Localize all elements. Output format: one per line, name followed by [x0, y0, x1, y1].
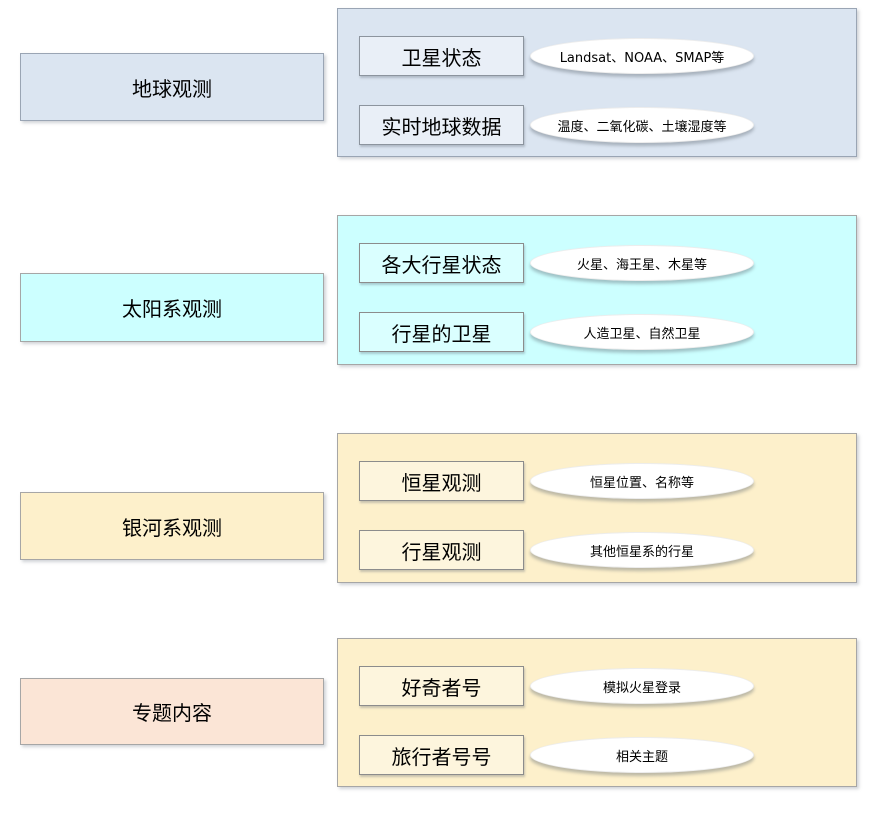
- detail-ellipse: 相关主题: [530, 737, 754, 773]
- item-box-satellite-status: 卫星状态: [359, 36, 524, 76]
- item-box-label: 旅行者号号: [391, 744, 492, 769]
- detail-ellipse: 模拟火星登录: [530, 668, 754, 704]
- item-box-curiosity-rover: 好奇者号: [359, 666, 524, 706]
- detail-ellipse-label: 相关主题: [615, 749, 668, 765]
- item-box-planet-status: 各大行星状态: [359, 243, 524, 283]
- detail-ellipse: 火星、海王星、木星等: [530, 245, 754, 281]
- detail-ellipse-label: 人造卫星、自然卫星: [583, 326, 701, 342]
- detail-ellipse-label: 模拟火星登录: [602, 680, 681, 696]
- category-label: 太阳系观测: [122, 297, 222, 321]
- group-container-galaxy-observation: 恒星观测 恒星位置、名称等 行星观测 其他恒星系的行星: [337, 433, 857, 583]
- detail-ellipse: 恒星位置、名称等: [530, 463, 754, 499]
- detail-ellipse-label: Landsat、NOAA、SMAP等: [559, 50, 725, 66]
- item-box-label: 行星的卫星: [391, 321, 492, 346]
- detail-ellipse-label: 温度、二氧化碳、土壤湿度等: [557, 119, 727, 135]
- diagram-row: 恒星观测 恒星位置、名称等: [338, 461, 856, 501]
- diagram-row: 行星的卫星 人造卫星、自然卫星: [338, 312, 856, 352]
- category-box-earth-observation: 地球观测: [20, 53, 324, 121]
- detail-ellipse: 温度、二氧化碳、土壤湿度等: [530, 107, 754, 143]
- item-box-star-observation: 恒星观测: [359, 461, 524, 501]
- detail-ellipse-label: 火星、海王星、木星等: [576, 257, 707, 273]
- category-box-special-topics: 专题内容: [20, 678, 324, 745]
- category-box-solar-system-observation: 太阳系观测: [20, 273, 324, 342]
- diagram-row: 旅行者号号 相关主题: [338, 735, 856, 775]
- diagram-row: 卫星状态 Landsat、NOAA、SMAP等: [338, 36, 856, 76]
- detail-ellipse: 其他恒星系的行星: [530, 532, 754, 568]
- item-box-label: 各大行星状态: [381, 252, 502, 277]
- diagram-row: 实时地球数据 温度、二氧化碳、土壤湿度等: [338, 105, 856, 145]
- category-label: 银河系观测: [122, 515, 222, 540]
- group-container-earth-observation: 卫星状态 Landsat、NOAA、SMAP等 实时地球数据 温度、二氧化碳、土…: [337, 8, 857, 157]
- item-box-label: 行星观测: [401, 539, 482, 564]
- detail-ellipse: 人造卫星、自然卫星: [530, 314, 754, 350]
- diagram-row: 行星观测 其他恒星系的行星: [338, 530, 856, 570]
- detail-ellipse-label: 恒星位置、名称等: [589, 475, 694, 491]
- category-box-galaxy-observation: 银河系观测: [20, 492, 324, 560]
- category-label: 专题内容: [132, 701, 212, 725]
- item-box-label: 卫星状态: [401, 45, 482, 70]
- category-label: 地球观测: [132, 76, 212, 101]
- item-box-realtime-earth-data: 实时地球数据: [359, 105, 524, 145]
- detail-ellipse: Landsat、NOAA、SMAP等: [530, 38, 754, 74]
- diagram-row: 好奇者号 模拟火星登录: [338, 666, 856, 706]
- group-container-solar-system-observation: 各大行星状态 火星、海王星、木星等 行星的卫星 人造卫星、自然卫星: [337, 215, 857, 365]
- item-box-planet-moons: 行星的卫星: [359, 312, 524, 352]
- group-container-special-topics: 好奇者号 模拟火星登录 旅行者号号 相关主题: [337, 638, 857, 787]
- item-box-label: 实时地球数据: [381, 114, 502, 139]
- item-box-label: 好奇者号: [401, 675, 482, 700]
- item-box-voyager: 旅行者号号: [359, 735, 524, 775]
- item-box-label: 恒星观测: [401, 470, 482, 495]
- item-box-exoplanet-observation: 行星观测: [359, 530, 524, 570]
- diagram-row: 各大行星状态 火星、海王星、木星等: [338, 243, 856, 283]
- detail-ellipse-label: 其他恒星系的行星: [589, 544, 694, 560]
